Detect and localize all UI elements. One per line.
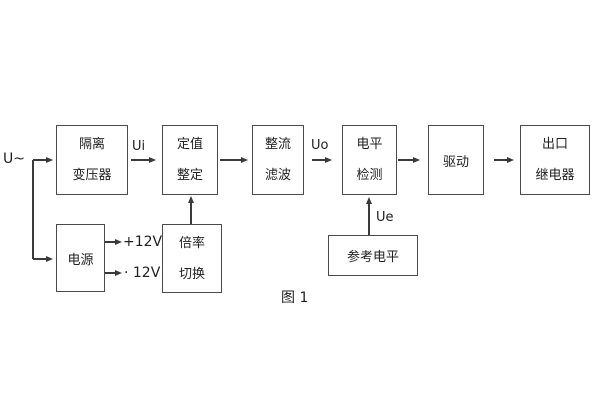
isolation-transformer-label-line2: 变压器	[72, 168, 112, 183]
conn-power-minus12-line	[105, 272, 115, 274]
conn-input-to-power-arrowhead	[46, 255, 53, 262]
conn-power-plus12-arrowhead	[115, 238, 122, 245]
conn-power-minus12-arrowhead	[115, 269, 122, 276]
ratio-switch-label-line1: 倍率	[178, 235, 205, 251]
block-output-relay: 出口 继电器	[520, 125, 590, 195]
conn-reference-to-level-arrowhead	[365, 197, 372, 204]
output-relay-label-line1: 出口	[541, 137, 568, 152]
conn-rectifier-to-level-line	[312, 159, 325, 161]
uo-signal-label: Uo	[311, 138, 329, 153]
level-detect-label-line1: 电平	[356, 137, 383, 152]
conn-ratio-to-setting-line	[190, 203, 192, 224]
output-relay-label-line2: 继电器	[535, 168, 575, 183]
block-reference-level: 参考电平	[328, 235, 418, 276]
rectify-filter-label-line1: 整流	[264, 137, 291, 152]
ratio-switch-label-line2: 切换	[178, 266, 205, 282]
drive-label: 驱动	[442, 154, 469, 170]
conn-input-arrowhead	[46, 156, 53, 163]
conn-setting-to-rectifier-line	[220, 159, 241, 161]
conn-drive-to-relay-arrowhead	[507, 156, 514, 163]
block-ratio-switch: 倍率 切换	[162, 224, 222, 293]
input-signal-label: U~	[3, 151, 25, 167]
block-drive: 驱动	[428, 125, 484, 195]
setting-adjust-label-line1: 定值	[176, 137, 203, 152]
plus-12v-label: +12V	[123, 234, 163, 250]
conn-level-to-drive-arrowhead	[413, 156, 420, 163]
setting-adjust-label-line2: 整定	[176, 168, 203, 183]
rectify-filter-label-line2: 滤波	[264, 168, 291, 183]
conn-ratio-to-setting-arrowhead	[187, 196, 194, 203]
conn-input-to-power-line	[33, 258, 46, 260]
block-isolation-transformer: 隔离 变压器	[56, 125, 128, 195]
conn-input-branch-line	[32, 160, 34, 259]
power-supply-label: 电源	[67, 252, 94, 268]
conn-transformer-to-setting-arrowhead	[149, 156, 156, 163]
conn-drive-to-relay-line	[494, 159, 507, 161]
conn-transformer-to-setting-line	[131, 159, 149, 161]
block-power-supply: 电源	[56, 224, 105, 292]
figure-caption: 图 1	[281, 290, 309, 306]
ue-signal-label: Ue	[376, 210, 394, 225]
isolation-transformer-label-line1: 隔离	[78, 137, 105, 152]
conn-power-plus12-line	[105, 241, 115, 243]
conn-setting-to-rectifier-arrowhead	[241, 156, 248, 163]
level-detect-label-line2: 检测	[356, 168, 383, 183]
reference-level-label: 参考电平	[346, 250, 399, 265]
block-rectify-filter: 整流 滤波	[252, 125, 304, 195]
conn-level-to-drive-line	[398, 159, 413, 161]
conn-reference-to-level-line	[368, 204, 370, 235]
ui-signal-label: Ui	[132, 139, 146, 154]
minus-12v-label: · 12V	[124, 265, 161, 281]
block-setting-adjust: 定值 整定	[162, 125, 218, 195]
conn-rectifier-to-level-arrowhead	[325, 156, 332, 163]
conn-input-line	[33, 159, 46, 161]
block-level-detect: 电平 检测	[342, 125, 397, 195]
